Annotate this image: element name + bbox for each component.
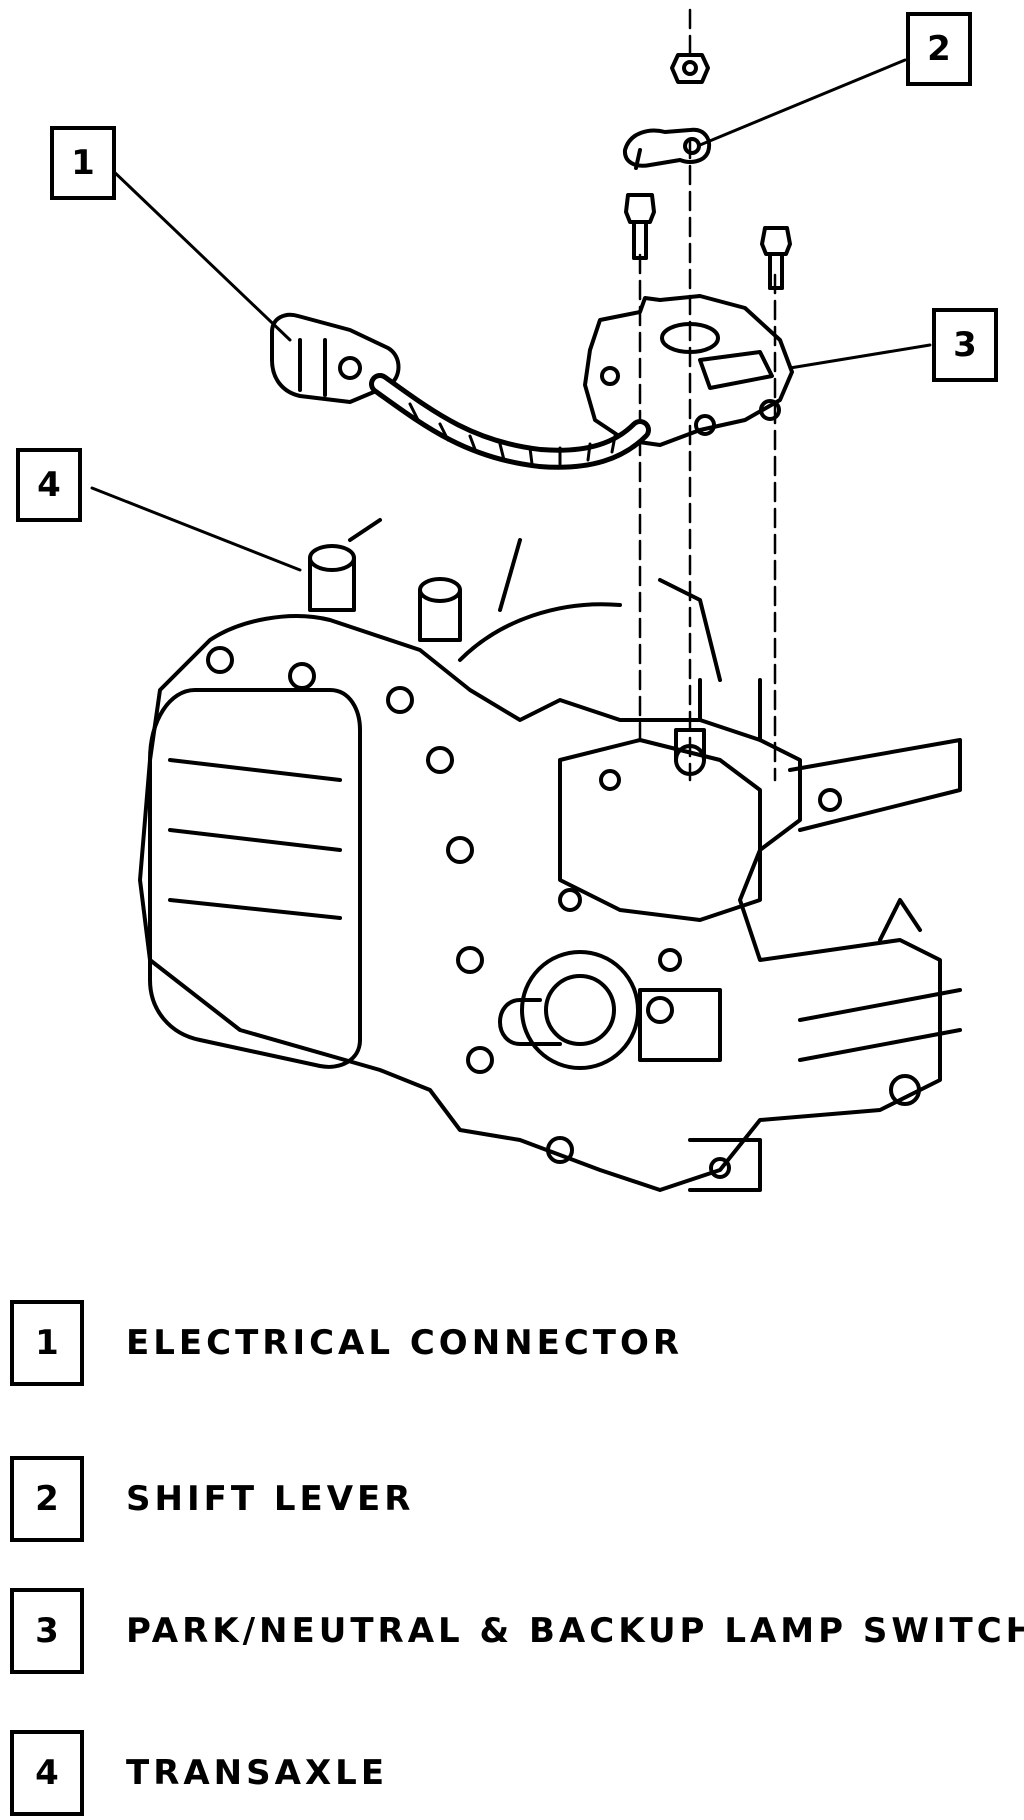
legend-number-box: 2: [10, 1456, 84, 1542]
legend-item-3: 3 PARK/NEUTRAL & BACKUP LAMP SWITCH: [10, 1588, 1024, 1674]
leader-line-3: [788, 343, 932, 370]
transaxle-part: [138, 518, 962, 1192]
callout-1: 1: [50, 126, 116, 200]
leader-lines: [90, 58, 932, 572]
legend-item-4: 4 TRANSAXLE: [10, 1730, 388, 1816]
legend-label: PARK/NEUTRAL & BACKUP LAMP SWITCH: [126, 1611, 1024, 1651]
legend-label: ELECTRICAL CONNECTOR: [126, 1323, 684, 1363]
mounting-bolts: [624, 193, 792, 290]
legend-number-box: 4: [10, 1730, 84, 1816]
assembly-axes: [638, 8, 777, 782]
park-neutral-switch-part: [583, 294, 794, 447]
legend-number-box: 1: [10, 1300, 84, 1386]
legend-item-2: 2 SHIFT LEVER: [10, 1456, 414, 1542]
legend-label: TRANSAXLE: [126, 1753, 389, 1793]
leader-line-4: [90, 486, 302, 572]
leader-line-2: [698, 58, 907, 147]
leader-line-1: [108, 166, 292, 342]
callout-3: 3: [932, 308, 998, 382]
callout-2: 2: [906, 12, 972, 86]
callout-4: 4: [16, 448, 82, 522]
shift-lever-part: [622, 53, 711, 170]
legend-label: SHIFT LEVER: [126, 1479, 415, 1519]
legend-item-1: 1 ELECTRICAL CONNECTOR: [10, 1300, 683, 1386]
legend-number-box: 3: [10, 1588, 84, 1674]
exploded-view-drawing: [90, 8, 962, 1192]
electrical-connector-part: [270, 312, 651, 470]
